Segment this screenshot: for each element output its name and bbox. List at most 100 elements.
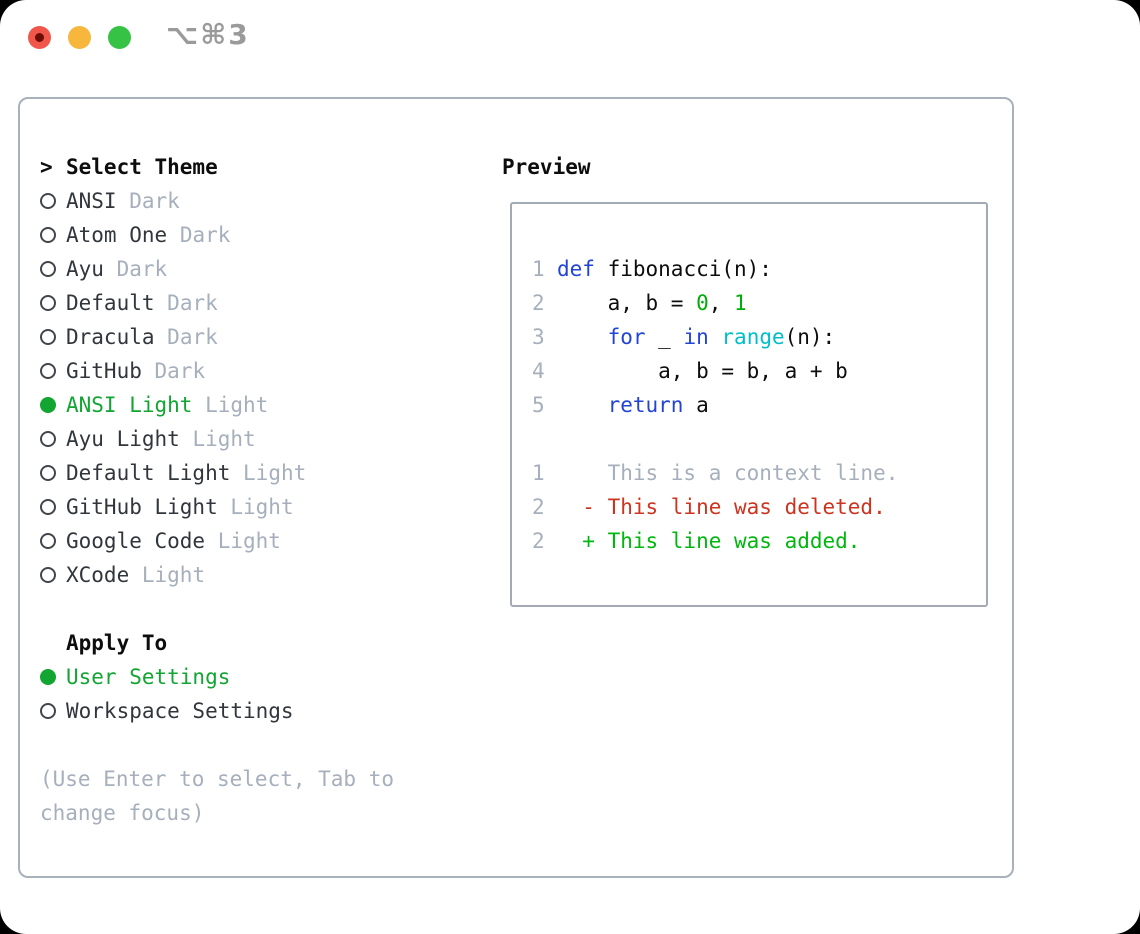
close-button[interactable]	[28, 26, 51, 49]
token-del: - This line was deleted.	[557, 495, 886, 519]
theme-option-ansi[interactable]: ANSI Dark	[40, 184, 394, 218]
theme-name: Ayu	[66, 257, 104, 281]
line-number: 4	[532, 359, 545, 383]
theme-variant-label: Dark	[154, 359, 206, 383]
token-num: 1	[734, 291, 747, 315]
preview-title: Preview	[502, 155, 591, 179]
theme-name: GitHub Light	[66, 495, 218, 519]
theme-name: ANSI	[66, 189, 117, 213]
code-line: 3 for _ in range(n):	[532, 320, 986, 354]
code-content: This is a context line.	[557, 461, 899, 485]
token-kw: def	[557, 257, 595, 281]
theme-option-dracula[interactable]: Dracula Dark	[40, 320, 394, 354]
token-num: 0	[696, 291, 709, 315]
radio-selected-icon	[40, 397, 56, 413]
prompt-icon: >	[40, 155, 53, 179]
line-number: 2	[532, 495, 545, 519]
radio-unselected-icon	[40, 193, 56, 209]
help-line: change focus)	[40, 801, 205, 825]
line-number	[532, 427, 557, 451]
code-line: 1 This is a context line.	[532, 456, 986, 490]
apply-to-title: Apply To	[66, 631, 168, 655]
theme-variant-label: Light	[141, 563, 206, 587]
apply-option-user-settings[interactable]: User Settings	[40, 660, 394, 694]
line-number: 2	[532, 291, 545, 315]
theme-name: GitHub	[66, 359, 142, 383]
token-builtin: range	[721, 325, 785, 349]
theme-variant-label: Light	[217, 529, 281, 553]
theme-name: Default	[66, 291, 155, 315]
theme-option-github[interactable]: GitHub Dark	[40, 354, 394, 388]
line-number: 3	[532, 325, 545, 349]
theme-option-xcode[interactable]: XCode Light	[40, 558, 394, 592]
code-content: a, b = b, a + b	[557, 359, 848, 383]
line-number: 1	[532, 461, 545, 485]
preview-lines: 1 def fibonacci(n): 2 a, b = 0, 1 3 for _ i…	[532, 252, 986, 558]
token-plain	[709, 325, 722, 349]
token-plain	[557, 393, 608, 417]
theme-variant-label: Light	[192, 427, 256, 451]
theme-variant-label: Light	[205, 393, 269, 417]
preview-box: 1 def fibonacci(n): 2 a, b = 0, 1 3 for _ i…	[510, 202, 988, 607]
theme-option-google-code[interactable]: Google Code Light	[40, 524, 394, 558]
zoom-button[interactable]	[108, 26, 131, 49]
theme-variant-label: Dark	[129, 189, 180, 213]
theme-option-default[interactable]: Default Dark	[40, 286, 394, 320]
traffic-lights	[28, 26, 131, 49]
line-number: 2	[532, 529, 545, 553]
select-theme-header: > Select Theme	[40, 150, 394, 184]
code-content: for _ in range(n):	[557, 325, 836, 349]
token-plain: a	[683, 393, 709, 417]
token-plain: a, b =	[557, 291, 697, 315]
theme-name: Ayu Light	[66, 427, 180, 451]
theme-name: XCode	[66, 563, 130, 587]
code-line: 1 def fibonacci(n):	[532, 252, 986, 286]
theme-variant-label: Dark	[167, 291, 218, 315]
preview-header: Preview	[502, 150, 591, 184]
line-number: 5	[532, 393, 545, 417]
token-plain: _	[645, 325, 684, 349]
window-shortcut-label: ⌥⌘3	[166, 18, 250, 51]
token-plain	[557, 325, 608, 349]
apply-option-label: User Settings	[66, 665, 231, 689]
theme-variant-label: Dark	[179, 223, 231, 247]
code-line: 2 - This line was deleted.	[532, 490, 986, 524]
code-content: return a	[557, 393, 709, 417]
token-ctx: This is a context line.	[557, 461, 899, 485]
line-number: 1	[532, 257, 545, 281]
code-content: a, b = 0, 1	[557, 291, 747, 315]
theme-option-ansi-light[interactable]: ANSI Light Light	[40, 388, 394, 422]
help-text: (Use Enter to select, Tab to change focus…	[40, 762, 394, 830]
radio-unselected-icon	[40, 227, 56, 243]
theme-option-ayu-light[interactable]: Ayu Light Light	[40, 422, 394, 456]
theme-name: ANSI Light	[66, 393, 193, 417]
theme-variant-label: Light	[243, 461, 307, 485]
radio-unselected-icon	[40, 329, 56, 345]
theme-name: Google Code	[66, 529, 206, 553]
theme-name: Dracula	[66, 325, 155, 349]
theme-variant-label: Dark	[167, 325, 218, 349]
title-bar: ⌥⌘3	[0, 0, 1140, 72]
minimize-button[interactable]	[68, 26, 91, 49]
token-kw: for	[607, 325, 646, 349]
theme-variant-label: Light	[230, 495, 294, 519]
theme-option-default-light[interactable]: Default Light Light	[40, 456, 394, 490]
code-content: def fibonacci(n):	[557, 257, 772, 281]
theme-option-github-light[interactable]: GitHub Light Light	[40, 490, 394, 524]
theme-name: Default Light	[66, 461, 231, 485]
token-kw: return	[607, 393, 684, 417]
radio-unselected-icon	[40, 363, 56, 379]
radio-unselected-icon	[40, 567, 56, 583]
apply-to-header: Apply To	[40, 626, 394, 660]
radio-unselected-icon	[40, 295, 56, 311]
apply-option-workspace-settings[interactable]: Workspace Settings	[40, 694, 394, 728]
help-line: (Use Enter to select, Tab to	[40, 767, 395, 791]
code-line: 5 return a	[532, 388, 986, 422]
